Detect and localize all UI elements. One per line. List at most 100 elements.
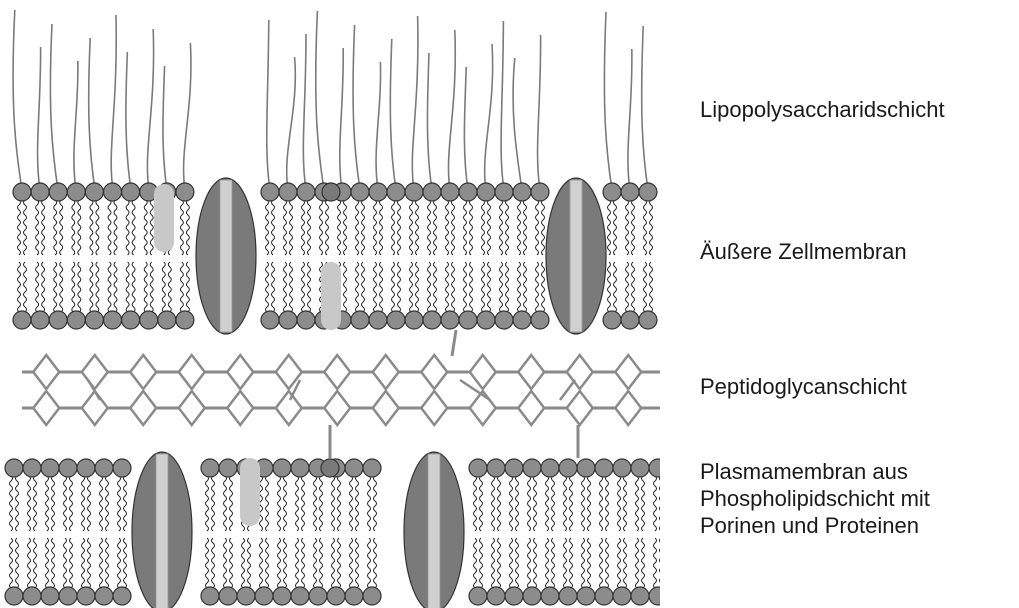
lipid-tail <box>632 262 635 312</box>
lipid-tail <box>488 262 491 312</box>
lipid-head-icon <box>309 587 327 605</box>
lipid-tail <box>356 476 359 531</box>
lps-chain <box>111 15 116 190</box>
lipid-tail <box>618 476 621 531</box>
lipid-tail <box>308 200 311 255</box>
lipid-tail <box>534 538 537 588</box>
lipid-tail <box>36 200 39 255</box>
lipid-tail <box>296 476 299 531</box>
lipid-tail <box>90 262 93 312</box>
lipid-head-icon <box>113 459 131 477</box>
lipid-tail <box>10 538 13 588</box>
lipid-head-icon <box>513 183 531 201</box>
lipid-tail <box>54 200 57 255</box>
lipid-tail <box>106 538 109 588</box>
lipid-head-icon <box>363 587 381 605</box>
membrane-protein-icon <box>321 262 341 330</box>
lipid-tail <box>488 200 491 255</box>
lps-anchor-head-icon <box>322 183 340 201</box>
lipid-head-icon <box>255 587 273 605</box>
lipid-head-icon <box>158 311 176 329</box>
lps-chain <box>13 10 22 190</box>
lipid-tail <box>64 476 67 531</box>
lps-chain <box>163 66 167 190</box>
lipid-head-icon <box>345 587 363 605</box>
lipid-tail <box>452 200 455 255</box>
lipid-tail <box>46 476 49 531</box>
lipid-head-icon <box>95 587 113 605</box>
lipid-head-icon <box>621 311 639 329</box>
lipid-tail <box>534 476 537 531</box>
lipid-tail <box>368 476 371 531</box>
peptidoglycan-unit-icon <box>373 355 399 389</box>
lipid-head-icon <box>59 459 77 477</box>
lipid-tail <box>564 538 567 588</box>
lipid-head-icon <box>613 587 631 605</box>
lipid-tail <box>206 538 209 588</box>
lipoprotein-anchor <box>452 330 456 356</box>
lipid-head-icon <box>297 183 315 201</box>
lipid-tail <box>356 200 359 255</box>
label-lipopolysaccharide-layer: Lipopolysaccharidschicht <box>700 96 945 123</box>
lipid-tail <box>464 200 467 255</box>
lipid-tail <box>284 476 287 531</box>
lipid-head-icon <box>13 311 31 329</box>
lipid-tail <box>144 262 147 312</box>
lipid-tail <box>410 200 413 255</box>
lipid-head-icon <box>495 311 513 329</box>
lipid-tail <box>320 538 323 588</box>
lipid-tail <box>644 262 647 312</box>
lipid-tail <box>108 262 111 312</box>
peptidoglycan-unit-icon <box>227 355 253 389</box>
lipid-tail <box>506 262 509 312</box>
lipid-tail <box>500 262 503 312</box>
lipid-tail <box>398 262 401 312</box>
lipid-tail <box>78 200 81 255</box>
lps-chain <box>390 39 396 190</box>
lipid-tail <box>132 200 135 255</box>
lipid-tail <box>88 476 91 531</box>
porin-channel <box>570 180 582 332</box>
lipid-tail <box>18 262 21 312</box>
lipid-tail <box>582 476 585 531</box>
lipid-head-icon <box>405 311 423 329</box>
lipid-head-icon <box>41 587 59 605</box>
peptidoglycan-unit-icon <box>179 355 205 389</box>
lipid-head-icon <box>459 311 477 329</box>
lipid-head-icon <box>469 587 487 605</box>
lipid-tail <box>16 476 19 531</box>
lipid-tail <box>632 200 635 255</box>
lipid-tail <box>536 200 539 255</box>
lipid-head-icon <box>531 311 549 329</box>
lipid-head-icon <box>237 587 255 605</box>
lipid-tail <box>90 200 93 255</box>
lipid-tail <box>660 538 661 588</box>
lps-chain <box>184 43 191 190</box>
lipid-tail <box>416 200 419 255</box>
lipid-tail <box>70 538 73 588</box>
lipid-tail <box>126 200 129 255</box>
lipid-head-icon <box>369 311 387 329</box>
lipid-head-icon <box>577 587 595 605</box>
lipid-head-icon <box>387 311 405 329</box>
lipid-head-icon <box>23 587 41 605</box>
lipid-head-icon <box>113 587 131 605</box>
lipid-head-icon <box>363 459 381 477</box>
lipid-head-icon <box>513 311 531 329</box>
lipid-tail <box>96 200 99 255</box>
lipid-head-icon <box>477 311 495 329</box>
lipid-tail <box>272 200 275 255</box>
lipid-head-icon <box>505 587 523 605</box>
lipid-tail <box>552 476 555 531</box>
lipid-tail <box>350 476 353 531</box>
lipid-tail <box>320 200 323 255</box>
lps-chain <box>89 38 95 190</box>
lipid-head-icon <box>487 459 505 477</box>
lipid-head-icon <box>559 459 577 477</box>
lipid-tail <box>320 476 323 531</box>
lipid-tail <box>650 262 653 312</box>
lipid-tail <box>302 262 305 312</box>
lipid-tail <box>284 538 287 588</box>
peptidoglycan-unit-icon <box>179 391 205 425</box>
lipid-tail <box>296 538 299 588</box>
